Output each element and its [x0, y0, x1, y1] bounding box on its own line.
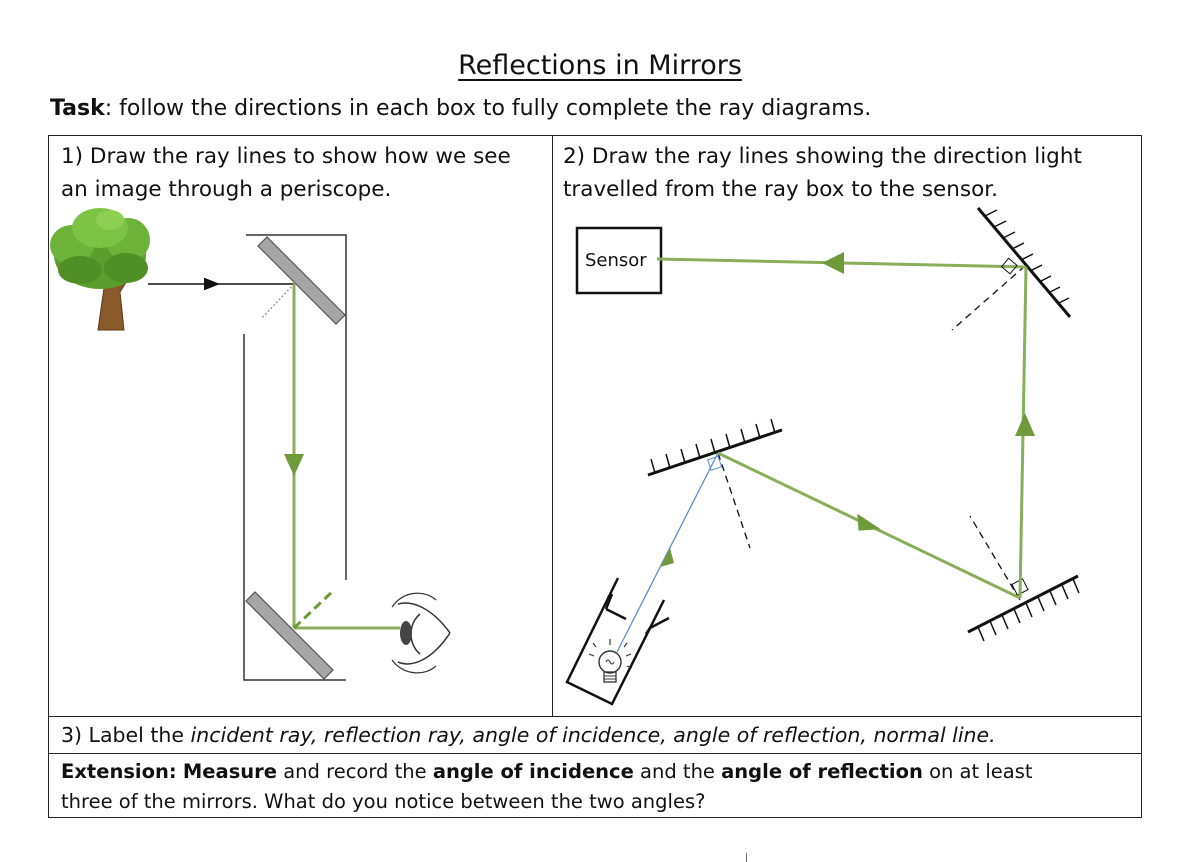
incident-ray-blue — [616, 452, 719, 653]
page-title: Reflections in Mirrors — [458, 50, 742, 81]
normal-line-bottom — [292, 588, 336, 630]
extension-angle-incidence: angle of incidence — [432, 760, 634, 783]
bottom-mirror — [245, 591, 334, 680]
top-mirror — [257, 236, 346, 325]
blue-ray-arrow — [660, 548, 674, 567]
box2-line2: travelled from the ray box to the sensor… — [563, 177, 998, 202]
box1-line2: an image through a periscope. — [61, 177, 392, 202]
diagonal-arrow — [857, 513, 881, 531]
extension-label: Extension: — [61, 760, 177, 783]
extension-line2: three of the mirrors. What do you notice… — [61, 790, 706, 813]
periscope — [243, 234, 347, 681]
box-extension: Extension: Measure and record the angle … — [49, 753, 1141, 817]
mirror-left — [647, 418, 783, 549]
page-mark — [746, 853, 747, 862]
normal-line-top — [261, 283, 295, 319]
extension-text2: and the — [633, 760, 722, 783]
sensor-label: Sensor — [585, 250, 647, 271]
task-label: Task — [50, 96, 105, 121]
box1-instructions: 1) Draw the ray lines to show how we see… — [61, 140, 511, 206]
left-arrow — [822, 252, 844, 274]
extension-text3: on at least — [922, 760, 1033, 783]
box2-line1: 2) Draw the ray lines showing the direct… — [563, 144, 1082, 169]
box3-prefix: 3) Label the — [61, 723, 191, 747]
mirror-bottom-right — [967, 515, 1080, 642]
mirror-top-right — [951, 207, 1072, 331]
box-labels: 3) Label the incident ray, reflection ra… — [49, 716, 1141, 753]
eye-illustration — [391, 592, 451, 674]
extension-instructions: Extension: Measure and record the angle … — [61, 757, 1033, 817]
box3-instructions: 3) Label the incident ray, reflection ra… — [61, 719, 996, 752]
task-instruction: Task: follow the directions in each box … — [50, 96, 871, 121]
tree-illustration — [50, 208, 150, 331]
box2-instructions: 2) Draw the ray lines showing the direct… — [563, 140, 1082, 206]
ray-box — [565, 577, 670, 706]
box3-items: incident ray, reflection ray, angle of i… — [190, 723, 996, 747]
box1-line1: 1) Draw the ray lines to show how we see — [61, 144, 511, 169]
down-arrow — [284, 454, 304, 476]
task-text: : follow the directions in each box to f… — [104, 96, 872, 121]
extension-measure: Measure — [182, 760, 278, 783]
box-ray-box-sensor: 2) Draw the ray lines showing the direct… — [553, 136, 1141, 716]
worksheet-table: 1) Draw the ray lines to show how we see… — [48, 135, 1142, 818]
lightbulb-icon — [588, 639, 633, 683]
up-arrow — [1015, 413, 1035, 436]
extension-line1: Extension: Measure and record the angle … — [61, 757, 1033, 787]
box-periscope: 1) Draw the ray lines to show how we see… — [49, 136, 553, 716]
extension-angle-reflection: angle of reflection — [721, 760, 923, 783]
extension-text1: and record the — [277, 760, 433, 783]
